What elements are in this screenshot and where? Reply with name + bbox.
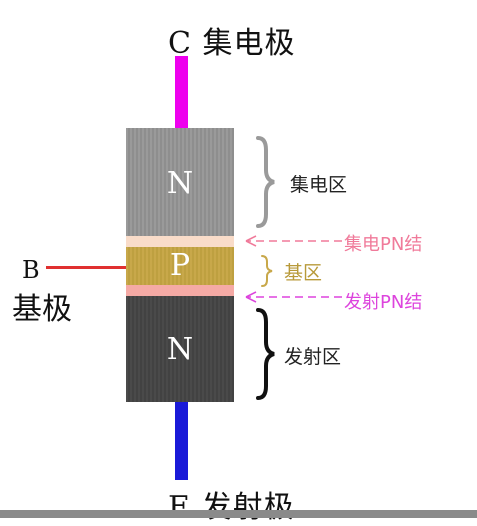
emitter-junction-arrow-head <box>245 291 257 303</box>
emitter-region-label: 发射区 <box>284 346 342 368</box>
collector-region-label: 集电区 <box>290 174 348 196</box>
emitter-junction-label: 发射PN结 <box>344 292 423 313</box>
emitter-lead <box>175 402 188 480</box>
collector-name: 集电极 <box>202 26 296 61</box>
collector-junction-layer <box>126 236 234 247</box>
collector-region-n: N <box>126 128 234 236</box>
emitter-junction-layer <box>126 285 234 296</box>
collector-brace <box>256 136 275 228</box>
emitter-brace <box>256 308 275 400</box>
collector-letter: C <box>168 26 192 61</box>
base-name: 基极 <box>12 292 72 327</box>
collector-terminal-label: C 集电极 <box>168 18 296 62</box>
base-region-type: P <box>169 248 191 283</box>
bottom-bar <box>0 510 477 518</box>
base-region-label: 基区 <box>284 262 323 284</box>
base-region-p: P <box>126 247 234 285</box>
base-lead <box>46 266 126 269</box>
collector-junction-arrow-head <box>245 235 257 247</box>
base-letter: B <box>22 256 40 284</box>
collector-lead <box>175 56 188 132</box>
base-brace <box>261 255 273 287</box>
collector-region-type: N <box>166 166 194 201</box>
collector-junction-label: 集电PN结 <box>344 234 423 255</box>
emitter-region-n: N <box>126 296 234 402</box>
emitter-region-type: N <box>166 332 194 367</box>
